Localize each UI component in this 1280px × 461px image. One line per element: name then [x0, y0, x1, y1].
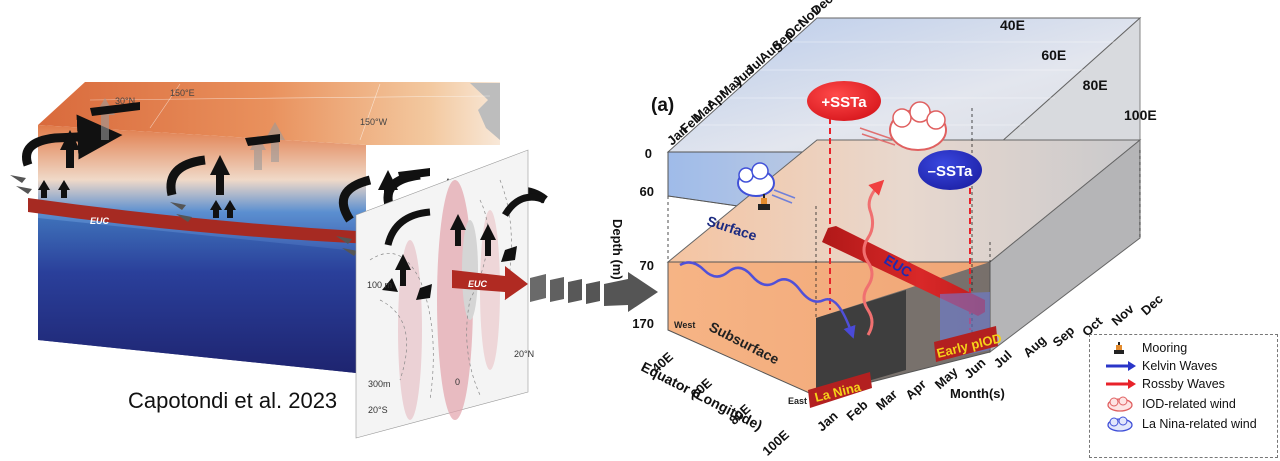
legend-label: La Nina-related wind	[1142, 417, 1257, 431]
month-floor-dark	[816, 290, 906, 396]
legend-item-lanina-wind: La Nina-related wind	[1098, 415, 1257, 433]
surface-grid	[700, 41, 1115, 126]
legend-item-mooring: Mooring	[1098, 339, 1187, 357]
tick-label: Aug	[1020, 332, 1049, 360]
iod-wind-cloud	[859, 101, 947, 151]
red-arrow-icon	[1098, 376, 1138, 392]
lat-0-label: 0	[455, 377, 460, 387]
map-label-150w: 150°W	[360, 117, 388, 127]
ocean-top-map	[38, 82, 500, 145]
west-label: West	[674, 320, 695, 330]
sst-positive-ball	[807, 81, 881, 121]
depth-tick-170: 170	[632, 316, 654, 331]
blue-arrow-icon	[1098, 358, 1138, 374]
depth-tick-70: 70	[640, 258, 654, 273]
blue-cloud-icon	[1098, 416, 1138, 432]
tick-label: Sep	[1050, 323, 1078, 350]
black-top-bars	[90, 102, 430, 180]
kelvin-wave	[679, 261, 856, 339]
sst-dashed-lines	[829, 118, 971, 330]
box-guide-lines	[667, 108, 1141, 345]
mooring-icon	[758, 194, 770, 210]
sst-negative-ball	[918, 150, 982, 190]
ocean-deep-layer	[38, 218, 366, 374]
tick-label: 60E	[1041, 47, 1066, 63]
longitude-ticks-top: 40E 60E 80E 100E	[1000, 17, 1157, 123]
citation-text: Capotondi et al. 2023	[128, 388, 338, 413]
euc-band	[28, 198, 372, 244]
tick-label: Mar	[873, 387, 900, 414]
tick-label: Jun	[961, 355, 988, 382]
section-euc-arrow	[452, 266, 528, 300]
legend-label: Mooring	[1142, 341, 1188, 355]
sst-negative-label: –SSTa	[928, 163, 973, 180]
right-schematic: EUC +SSTa –SSTa	[610, 0, 1166, 459]
legend-label: Rossby Waves	[1142, 377, 1225, 391]
connector-arrow	[530, 272, 658, 312]
depth-100-label: 100 m	[367, 280, 392, 290]
tick-label: Jan	[814, 408, 841, 434]
tick-label: Apr	[902, 376, 929, 402]
tick-label: 40E	[1000, 17, 1025, 33]
section-shading	[398, 180, 500, 420]
euc-band-label: EUC	[90, 216, 110, 226]
depth-axis-label: Depth (m)	[610, 219, 625, 280]
lat-20s-label: 20°S	[368, 405, 388, 415]
section-arrows	[382, 214, 517, 300]
tick-label: Feb	[843, 397, 870, 424]
land-patch	[470, 83, 500, 140]
legend-label: IOD-related wind	[1142, 397, 1236, 411]
red-cloud-icon	[1098, 396, 1138, 412]
depth-300-label: 300m	[368, 379, 391, 389]
lanina-box	[808, 372, 872, 408]
tick-label: Dec	[1138, 291, 1166, 318]
map-label-150e: 150°E	[170, 88, 195, 98]
section-contours	[369, 179, 512, 401]
legend: Mooring Kelvin Waves Rossby Waves IOD-re…	[1089, 334, 1278, 458]
left-ocean-block: 30°N 150°E 150°W EUC	[10, 82, 548, 439]
sst-positive-label: +SSTa	[821, 94, 867, 111]
piod-box	[934, 326, 998, 362]
tick-label: 80E	[1083, 77, 1108, 93]
tick-label: 100E	[759, 427, 792, 459]
tick-label: Jul	[991, 347, 1015, 371]
east-label: East	[788, 396, 807, 406]
depth-tick-60: 60	[640, 184, 654, 199]
tick-label: 100E	[1124, 107, 1157, 123]
legend-item-rossby: Rossby Waves	[1098, 375, 1225, 393]
panel-label: (a)	[651, 95, 674, 116]
lat-20n-label: 20°N	[514, 349, 534, 359]
legend-item-kelvin: Kelvin Waves	[1098, 357, 1217, 375]
mooring-icon	[1098, 340, 1138, 356]
legend-item-iod-wind: IOD-related wind	[1098, 395, 1236, 413]
rossby-wave	[862, 179, 885, 336]
depth-tick-0: 0	[645, 146, 652, 161]
map-label-30n: 30°N	[115, 96, 135, 106]
section-euc-label: EUC	[468, 279, 488, 289]
lanina-wind-cloud	[737, 162, 796, 204]
tick-label: Nov	[1109, 301, 1138, 329]
wind-dash-arrows	[10, 175, 358, 256]
month-axis-label: Month(s)	[950, 386, 1005, 401]
legend-label: Kelvin Waves	[1142, 359, 1218, 373]
black-up-arrows	[38, 130, 456, 218]
